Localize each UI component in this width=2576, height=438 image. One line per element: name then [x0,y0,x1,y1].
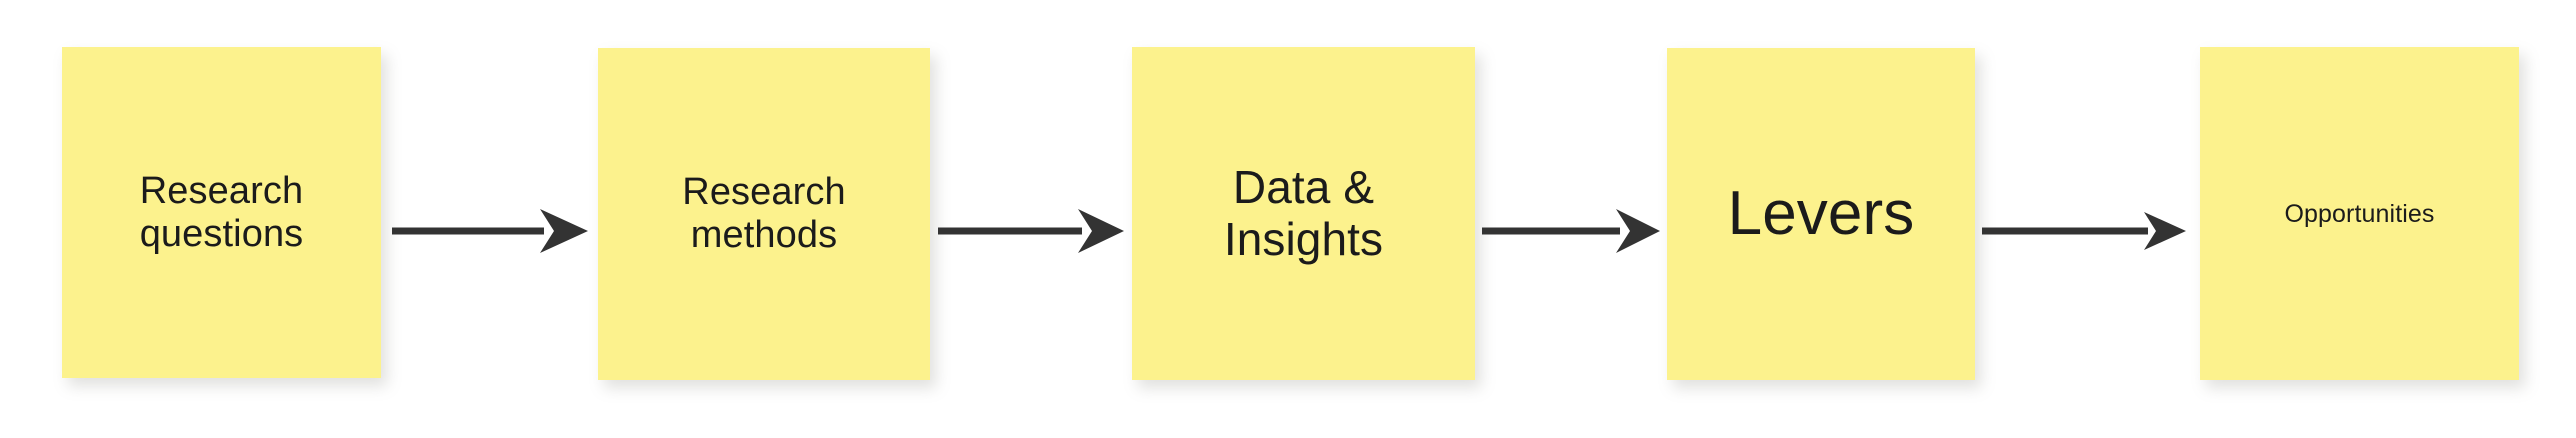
sticky-note-label: Research questions [139,169,304,255]
sticky-note-opportunities[interactable]: Opportunities [2200,47,2519,380]
sticky-note-levers[interactable]: Levers [1667,48,1975,380]
sticky-note-label: Opportunities [2284,199,2435,228]
arrow-right-icon [938,209,1124,253]
arrow-right-icon [1982,212,2186,250]
sticky-note-research-methods[interactable]: Research methods [598,48,930,380]
sticky-note-label: Levers [1727,179,1915,249]
sticky-note-label: Research methods [682,171,846,256]
arrow-right-icon [392,209,588,253]
arrow-right-icon [1482,209,1660,253]
sticky-note-research-questions[interactable]: Research questions [62,47,381,378]
sticky-note-data-insights[interactable]: Data & Insights [1132,47,1475,380]
sticky-note-label: Data & Insights [1223,160,1384,265]
